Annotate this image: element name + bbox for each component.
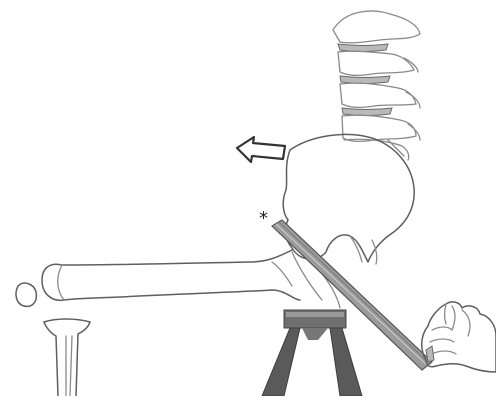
patella xyxy=(16,283,36,306)
tibia-fibula xyxy=(44,319,90,396)
reference-marker: * xyxy=(259,210,268,228)
pelvis xyxy=(283,134,414,308)
stand xyxy=(262,310,362,396)
direction-arrow-icon xyxy=(237,137,285,162)
lumbar-spine xyxy=(333,11,420,160)
hand xyxy=(422,302,496,372)
femur xyxy=(42,250,300,300)
diagonal-rod xyxy=(272,220,432,370)
